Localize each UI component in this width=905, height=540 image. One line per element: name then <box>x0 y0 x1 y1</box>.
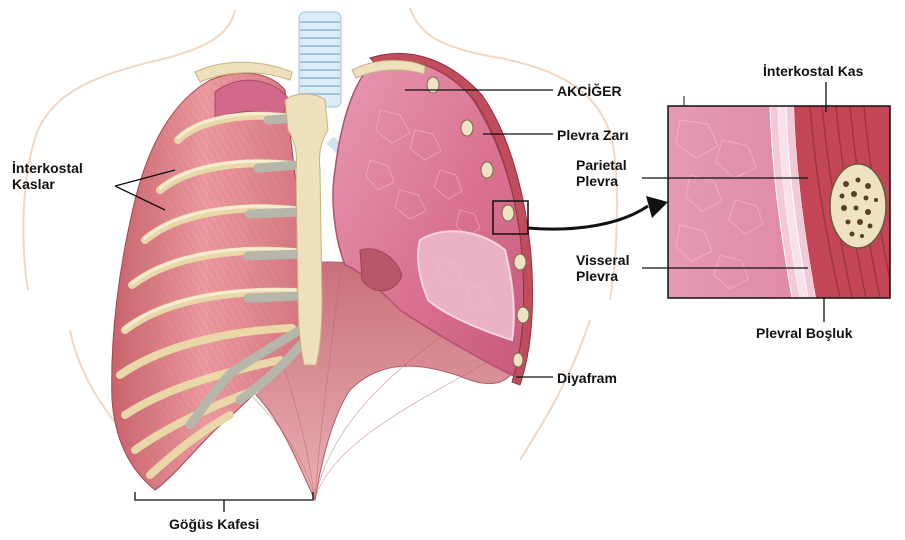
label-rib-cage: Göğüs Kafesi <box>169 516 259 532</box>
label-pleura: Plevra Zarı <box>557 127 629 143</box>
label-visceral-pleura: Visseral Plevra <box>576 252 629 284</box>
label-lung: AKCİĞER <box>557 83 622 99</box>
callout-arrow <box>528 206 648 229</box>
label-intercostal-muscles: İnterkostal Kaslar <box>12 160 83 192</box>
callout-arrowhead <box>646 196 668 218</box>
label-intercostal-muscle-inset: İnterkostal Kas <box>763 63 863 79</box>
label-pleural-cavity: Plevral Boşluk <box>756 325 853 341</box>
label-parietal-pleura: Parietal Plevra <box>576 157 627 189</box>
label-diaphragm: Diyafram <box>557 370 617 386</box>
